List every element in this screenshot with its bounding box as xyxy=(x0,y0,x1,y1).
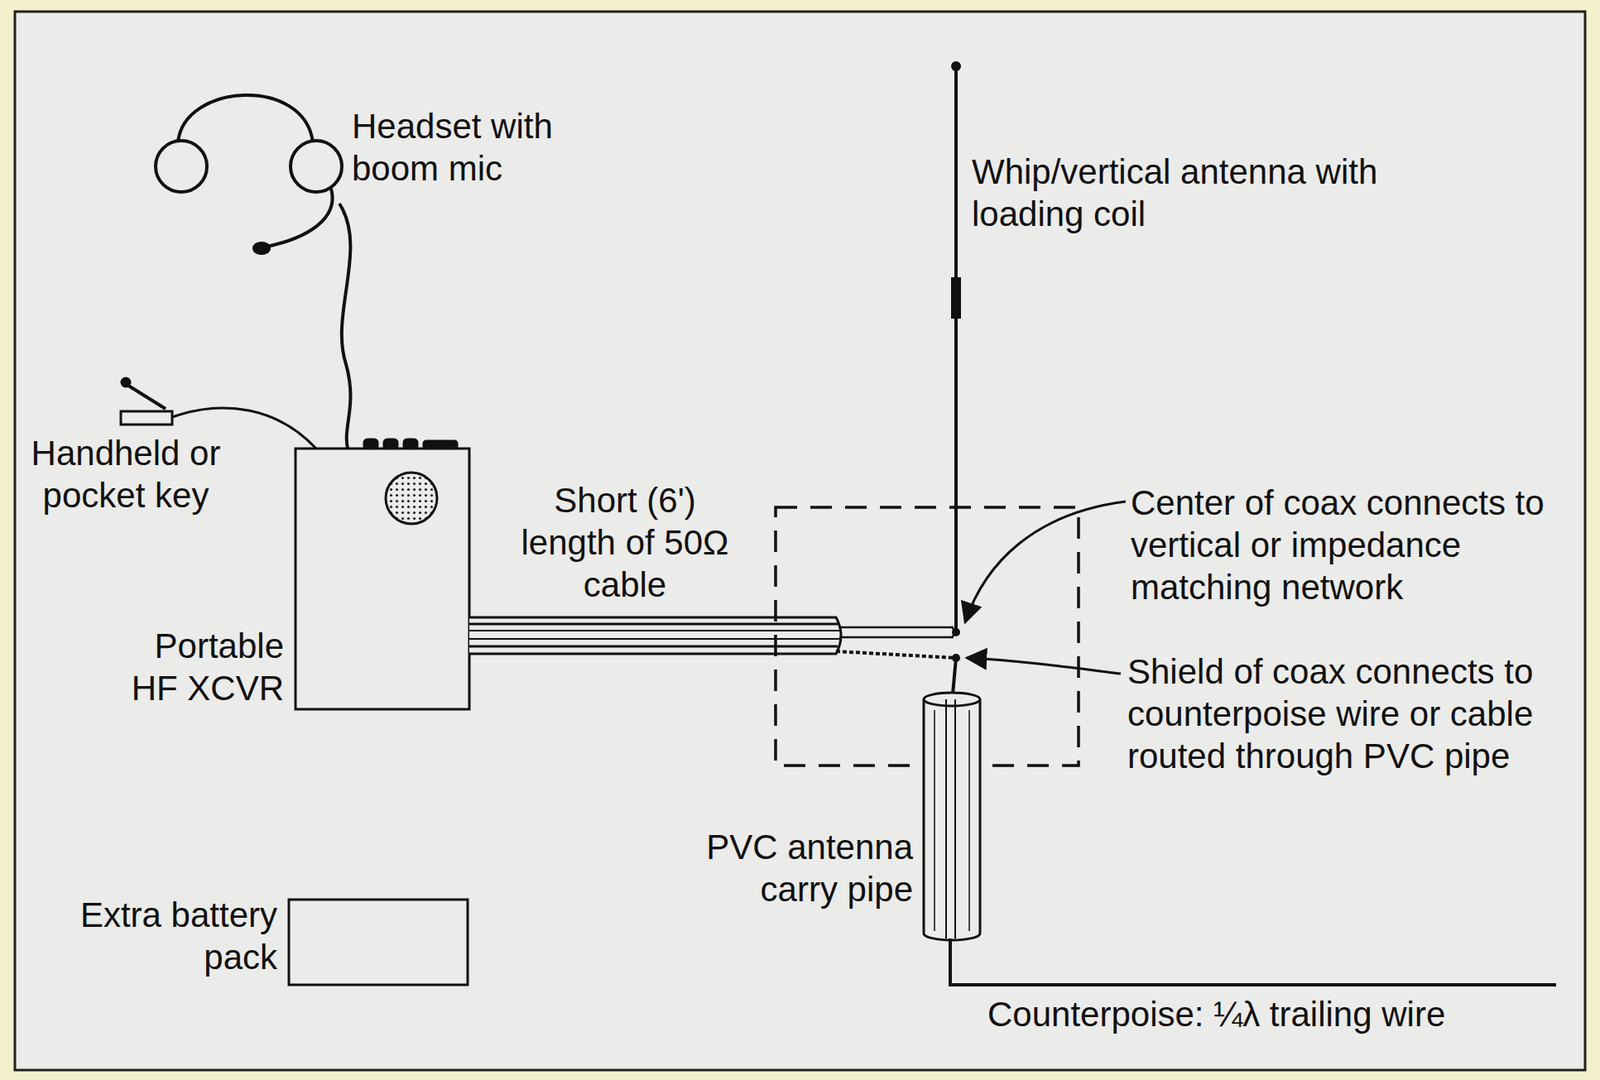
label: PVC antenna carry pipe xyxy=(689,826,913,911)
antenna xyxy=(951,61,961,663)
battery-pack xyxy=(288,899,468,985)
label: Portable HF XCVR xyxy=(118,624,284,710)
counterpoise-wire xyxy=(950,938,1557,985)
leader-line xyxy=(965,501,1126,623)
label: Shield of coax connects to counterpoise … xyxy=(1127,650,1567,778)
label: Handheld or pocket key xyxy=(18,432,234,517)
label: Short (6') length of 50Ω cable xyxy=(517,479,733,606)
label: Whip/vertical antenna with loading coil xyxy=(971,150,1469,236)
pvc-pipe xyxy=(923,658,981,941)
transceiver xyxy=(295,439,470,710)
coax-cable xyxy=(469,617,957,659)
frame xyxy=(14,11,1586,1071)
label: Center of coax connects to vertical or i… xyxy=(1130,481,1582,609)
headset xyxy=(155,95,351,449)
label: Headset with boom mic xyxy=(351,105,617,190)
label: Counterpoise: ¼λ trailing wire xyxy=(987,993,1567,1036)
leader-line xyxy=(966,658,1121,674)
label: Extra battery pack xyxy=(37,893,278,979)
